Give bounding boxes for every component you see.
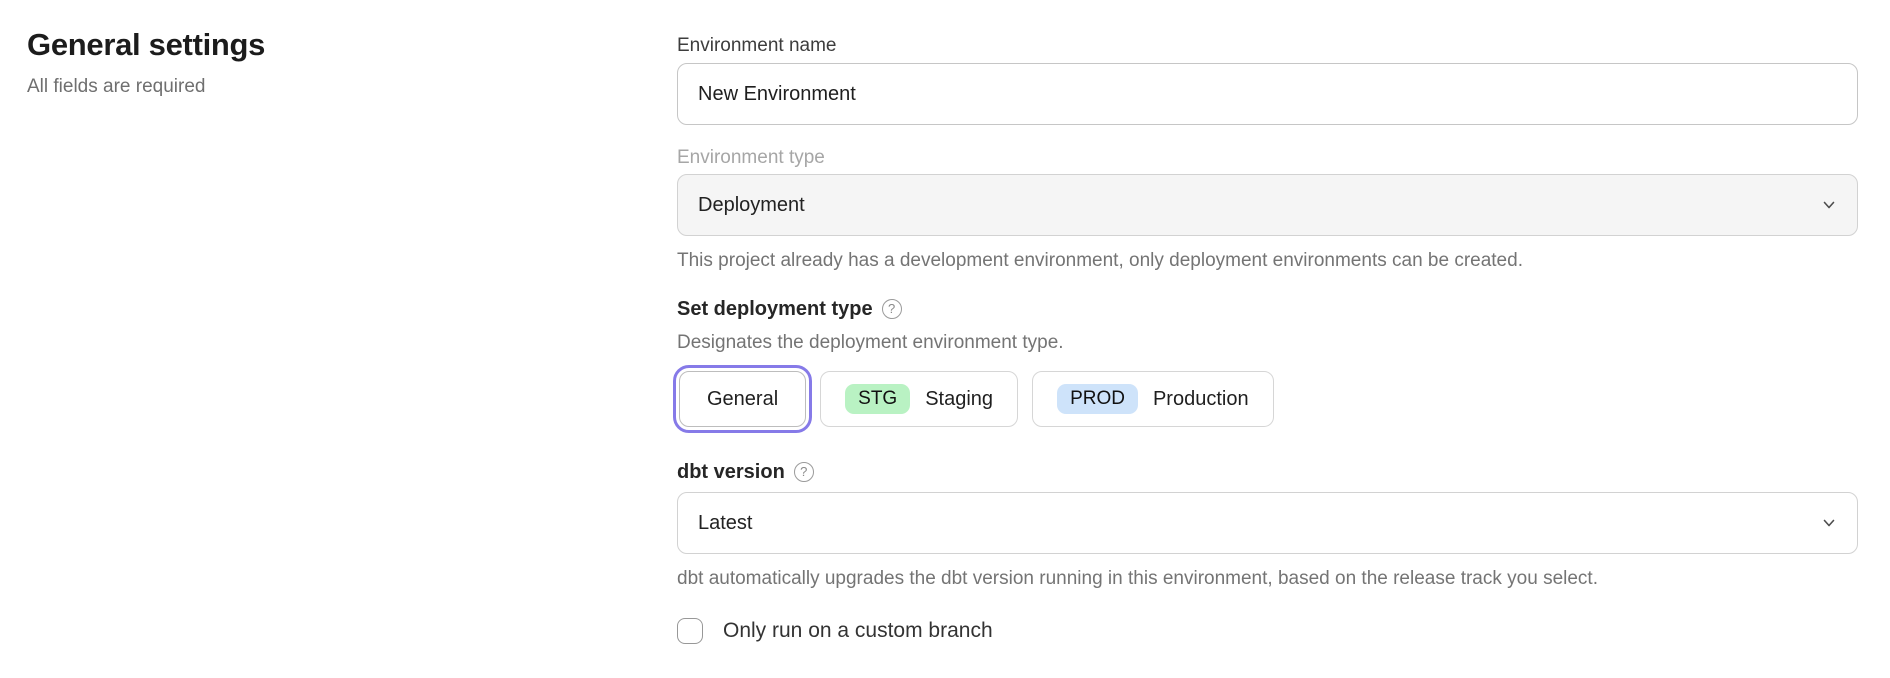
custom-branch-checkbox[interactable] bbox=[677, 618, 703, 644]
environment-name-input[interactable] bbox=[677, 63, 1858, 125]
page-subtitle: All fields are required bbox=[27, 76, 206, 97]
deployment-type-heading-row: Set deployment type ? bbox=[677, 296, 1858, 322]
page-title: General settings bbox=[27, 27, 266, 62]
deployment-type-staging-button[interactable]: STG Staging bbox=[820, 371, 1019, 427]
deployment-type-general-button[interactable]: General bbox=[672, 365, 813, 433]
deployment-type-staging-label: Staging bbox=[925, 387, 994, 410]
deployment-type-production-label: Production bbox=[1152, 387, 1249, 410]
production-badge: PROD bbox=[1057, 384, 1138, 414]
custom-branch-row: Only run on a custom branch bbox=[677, 618, 1858, 644]
environment-name-label: Environment name bbox=[677, 35, 837, 56]
environment-type-helper: This project already has a development e… bbox=[677, 250, 1523, 271]
environment-type-select[interactable]: Deployment bbox=[677, 174, 1858, 236]
environment-settings-form: Environment name Environment type Deploy… bbox=[672, 0, 1858, 644]
dbt-version-value: Latest bbox=[698, 511, 753, 534]
deployment-type-general-label: General bbox=[707, 387, 779, 410]
deployment-type-production-button[interactable]: PROD Production bbox=[1032, 371, 1274, 427]
dbt-version-heading: dbt version bbox=[677, 461, 785, 483]
environment-type-label: Environment type bbox=[677, 147, 825, 168]
deployment-type-options: General STG Staging PROD Production bbox=[672, 365, 1858, 433]
page-header: General settings All fields are required bbox=[27, 26, 265, 99]
dbt-version-helper: dbt automatically upgrades the dbt versi… bbox=[677, 568, 1598, 589]
deployment-type-heading: Set deployment type bbox=[677, 298, 873, 320]
environment-type-value: Deployment bbox=[698, 193, 805, 216]
help-icon[interactable]: ? bbox=[881, 299, 902, 319]
chevron-down-icon bbox=[1820, 514, 1838, 532]
deployment-type-helper: Designates the deployment environment ty… bbox=[677, 332, 1064, 353]
help-icon[interactable]: ? bbox=[793, 462, 814, 482]
dbt-version-heading-row: dbt version ? bbox=[677, 459, 1858, 485]
staging-badge: STG bbox=[845, 384, 911, 414]
custom-branch-label[interactable]: Only run on a custom branch bbox=[723, 619, 993, 642]
dbt-version-select[interactable]: Latest bbox=[677, 492, 1858, 554]
chevron-down-icon bbox=[1820, 196, 1838, 214]
